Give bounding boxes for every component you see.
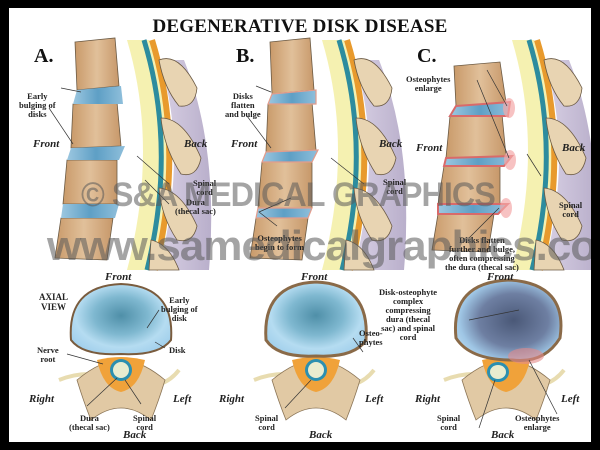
leader-lines [48,69,558,429]
label-front-a: Front [33,138,60,150]
panel-c-letter: C. [417,45,437,67]
axial3-disk-osteophyte-complex: Disk-osteophyte complex compressing dura… [379,287,438,342]
axial3-osteophytes-enlarge: Osteophytes enlarge [515,413,560,432]
axial1-left: Left [173,393,192,405]
label-disks-flatten-bulge: Disks flatten and bulge [225,91,261,119]
axial1-right: Right [29,393,55,405]
axial2-spinal-cord: Spinal cord [255,413,279,432]
axial3-front: Front [487,271,514,283]
watermark-copyright: © S&A MEDICAL GRAPHICS [81,176,496,214]
panel-a-spine [54,37,212,271]
label-early-bulging-disks: Early bulging of disks [19,91,56,119]
panel-c-spine [431,39,591,271]
axial1-back: Back [123,429,147,441]
axial3-spinal-cord: Spinal cord [437,413,461,432]
axial2-front: Front [301,271,328,283]
axial1-dura: Dura (thecal sac) [69,413,110,432]
panel-b-letter: B. [236,45,255,67]
axial1-front: Front [105,271,132,283]
panel-b-spine [249,37,407,271]
axial2-back: Back [309,429,333,441]
sagittal-illustrations [48,37,591,429]
axial2-right: Right [219,393,245,405]
diagram-title: DEGENERATIVE DISK DISEASE [152,16,448,37]
label-osteophytes-begin: Osteophytes begin to form [255,233,305,252]
label-back-a: Back [184,138,208,150]
axial-view-2 [253,280,376,421]
axial1-nerve-root: Nerve root [37,345,59,364]
label-disks-flatten-further: Disks flatten further and bulge, often c… [445,235,519,272]
label-spinal-cord-b: Spinal cord [383,177,407,196]
axial3-back: Back [491,429,515,441]
axial2-left: Left [365,393,384,405]
label-back-c: Back [562,142,586,154]
axial1-spinal-cord: Spinal cord [133,413,157,432]
axial1-disk: Disk [169,345,186,355]
panel-a-letter: A. [34,45,54,67]
axial3-right: Right [415,393,441,405]
label-back-b: Back [379,138,403,150]
label-front-c: Front [416,142,443,154]
label-front-b: Front [231,138,258,150]
watermark-url: www.samedicalgraphics.com [47,222,591,269]
axial-view-heading: AXIAL VIEW [39,292,69,312]
label-spinal-cord-c: Spinal cord [559,200,583,219]
diagram-canvas: DEGENERATIVE DISK DISEASE [9,8,591,442]
label-dura-a: Dura (thecal sac) [175,197,216,216]
label-osteophytes-enlarge-c: Osteophytes enlarge [406,74,451,93]
axial-view-3 [443,278,566,421]
axial3-left: Left [561,393,580,405]
axial1-early-bulging-disk: Early bulging of disk [161,295,198,323]
label-spinal-cord-a: Spinal cord [193,178,217,197]
axial-view-1 [58,282,181,421]
axial2-osteophytes: Osteo- phytes [359,328,383,347]
